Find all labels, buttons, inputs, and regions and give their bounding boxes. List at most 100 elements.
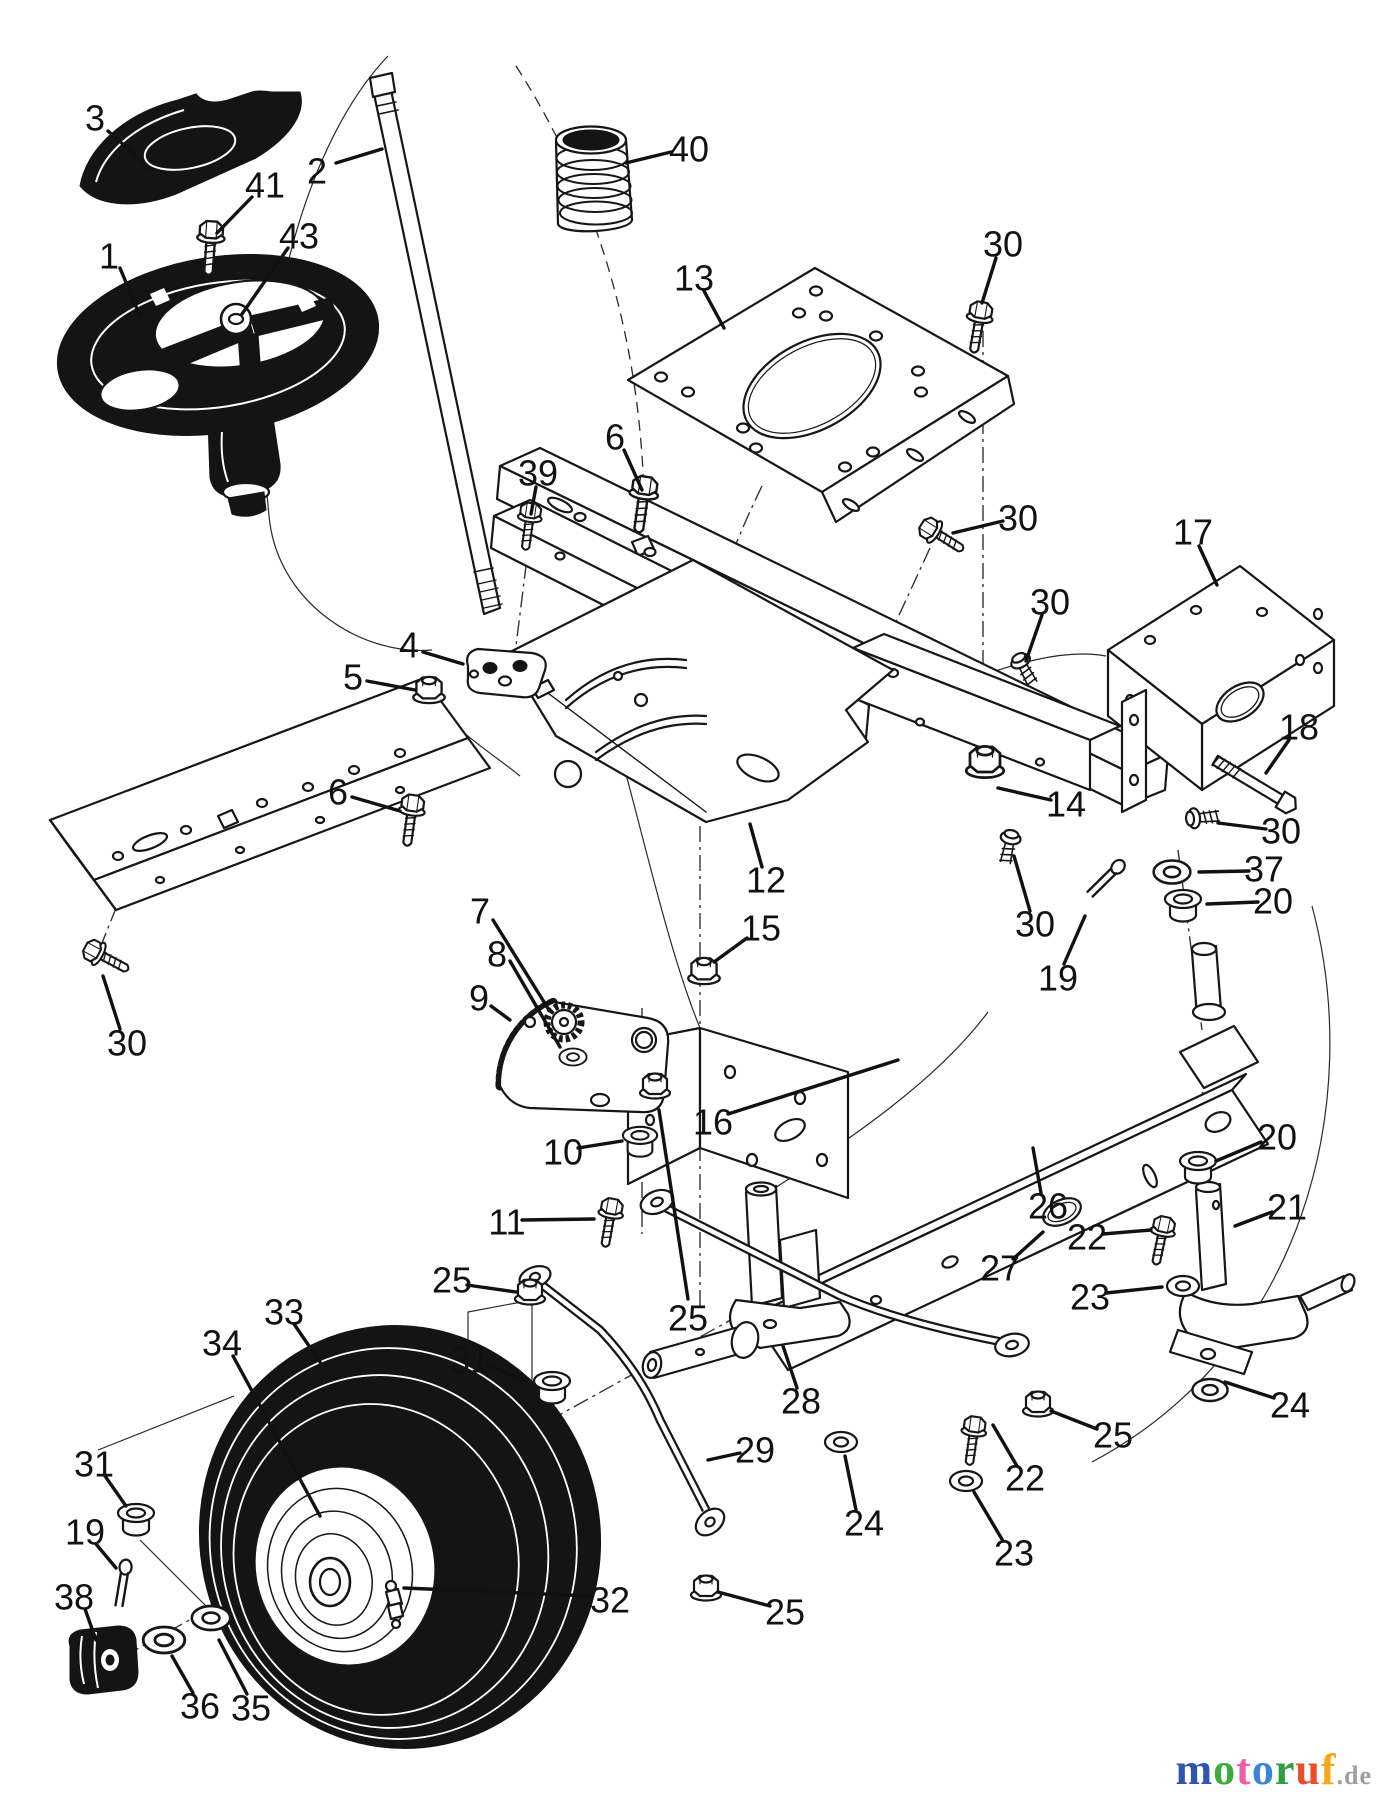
logo-letter: o [1251,1745,1275,1794]
part-number-20: 20 [1253,881,1293,922]
part-number-15: 15 [741,908,781,949]
logo-letter: t [1236,1745,1252,1794]
part-number-18: 18 [1279,707,1319,748]
part-number-19: 19 [1038,958,1078,999]
part-number-9: 9 [469,978,489,1019]
leader-line-25 [1049,1409,1099,1431]
leader-line-19 [94,1542,118,1570]
leader-line-13 [702,289,726,330]
leader-line-31 [484,1363,529,1383]
leader-line-14 [996,786,1053,802]
part-number-30: 30 [1030,582,1070,623]
part-number-14: 14 [1046,784,1086,825]
leader-line-30 [101,974,122,1031]
leader-line-2 [334,147,384,165]
leader-line-18 [1264,738,1291,775]
part-number-22: 22 [1067,1217,1107,1258]
leader-line-1 [118,266,142,318]
part-number-3: 3 [85,98,105,139]
leader-line-20 [1205,900,1260,906]
leader-line-22 [991,1423,1019,1468]
leader-line-27 [1011,1230,1045,1261]
leader-line-23 [1104,1285,1164,1295]
leader-line-4 [421,650,465,666]
leader-line-24 [1223,1380,1276,1400]
leader-line-26 [1031,1146,1043,1195]
part-number-20: 20 [1257,1117,1297,1158]
frame-rail-left [48,676,492,912]
leader-line-31 [103,1474,128,1508]
front-wheel [198,1325,602,1749]
leader-line-41 [215,195,254,235]
drag-link [639,1188,1030,1358]
leader-line-25 [657,1108,690,1301]
part-number-10: 10 [543,1132,583,1173]
leader-line-35 [217,1638,249,1696]
part-number-30: 30 [1261,811,1301,852]
leader-line-6 [350,795,402,813]
part-number-24: 24 [844,1503,884,1544]
part-number-25: 25 [668,1298,708,1339]
part-number-30: 30 [983,224,1023,265]
leader-line-24 [843,1454,858,1512]
part-number-39: 39 [518,453,558,494]
part-number-40: 40 [669,129,709,170]
logo-letter: r [1274,1745,1296,1794]
leader-line-23 [972,1490,1005,1543]
logo-letter: f [1320,1745,1337,1794]
steering-shaft [368,71,503,616]
motoruf-logo-suffix: .de [1336,1761,1372,1790]
part-number-30: 30 [998,498,1038,539]
leader-line-29 [706,1451,742,1462]
part-number-25: 25 [1093,1415,1133,1456]
leader-line-30 [951,519,1005,535]
part-number-13: 13 [674,258,714,299]
part-number-5: 5 [343,657,363,698]
part-number-36: 36 [180,1686,220,1727]
steering-support-plate [504,558,895,824]
leader-line-36 [170,1654,195,1695]
leader-line-11 [520,1217,596,1222]
part-number-23: 23 [994,1533,1034,1574]
axle-support-bracket [1106,564,1336,814]
part-number-22: 22 [1005,1458,1045,1499]
valve-stem [384,1579,405,1630]
leader-lines [83,129,1291,1696]
motoruf-logo-word: motoruf [1176,1745,1337,1794]
leader-line-30 [1024,613,1044,663]
part-number-6: 6 [605,417,625,458]
leader-line-30 [980,256,998,305]
part-number-34: 34 [202,1323,242,1364]
leader-line-5 [365,679,417,692]
part-number-38: 38 [54,1577,94,1618]
part-number-26: 26 [1028,1186,1068,1227]
part-number-25: 25 [432,1260,472,1301]
part-number-12: 12 [746,860,786,901]
part-number-6: 6 [328,772,348,813]
leader-line-10 [576,1139,624,1150]
part-number-33: 33 [264,1292,304,1333]
part-number-8: 8 [487,934,507,975]
leader-line-33 [292,1322,322,1364]
part-number-41: 41 [245,165,285,206]
part-number-16: 16 [693,1102,733,1143]
leader-line-37 [1197,869,1251,874]
tie-rod [518,1265,726,1537]
leader-line-15 [712,936,749,964]
leader-line-8 [508,959,562,1049]
motoruf-logo: motoruf.de [1176,1748,1372,1792]
left-spindle-assembly [641,1181,851,1380]
leader-line-39 [529,485,538,516]
part-number-29: 29 [735,1430,775,1471]
leader-line-7 [491,918,551,1012]
logo-letter: o [1213,1745,1237,1794]
leader-line-30 [1012,854,1032,913]
steering-boot [554,125,634,233]
leader-line-12 [748,822,764,869]
part-number-1: 1 [99,236,119,277]
part-number-4: 4 [399,625,419,666]
part-number-30: 30 [107,1023,147,1064]
pinion-gear [543,1001,585,1043]
